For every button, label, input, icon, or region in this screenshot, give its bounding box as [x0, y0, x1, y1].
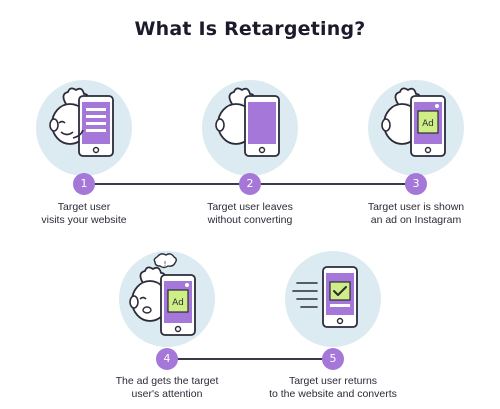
step-4-illustration: ! Ad: [117, 249, 217, 349]
step-4-badge: 4: [156, 348, 178, 370]
phone-with-checkmark-icon: [322, 266, 358, 328]
page-title: What Is Retargeting?: [134, 18, 366, 40]
step-1-badge: 1: [73, 173, 95, 195]
ad-label: Ad: [422, 119, 434, 129]
step-2-illustration: [200, 78, 300, 178]
phone-blank-screen-icon: [244, 95, 280, 157]
ad-label: Ad: [172, 298, 184, 308]
step-2-badge: 2: [239, 173, 261, 195]
step-5-badge: 5: [322, 348, 344, 370]
phone-with-webpage-icon: [78, 95, 114, 157]
step-1-illustration: [34, 78, 134, 178]
timeline-connector: [167, 358, 333, 360]
phone-with-ad-icon: Ad: [160, 274, 196, 336]
step-5-caption: Target user returns to the website and c…: [269, 375, 397, 400]
phone-with-ad-icon: Ad: [410, 95, 446, 157]
motion-lines-icon: [292, 282, 318, 308]
step-5-illustration: [283, 249, 383, 349]
step-1-caption: Target user visits your website: [41, 201, 127, 226]
step-3-badge: 3: [405, 173, 427, 195]
face-icon: [129, 266, 169, 322]
step-3-caption: Target user is shown an ad on Instagram: [367, 201, 465, 226]
svg-text:!: !: [164, 260, 167, 268]
step-3-illustration: Ad: [366, 78, 466, 178]
step-4-caption: The ad gets the target user's attention: [115, 375, 219, 400]
step-2-caption: Target user leaves without converting: [207, 201, 293, 226]
